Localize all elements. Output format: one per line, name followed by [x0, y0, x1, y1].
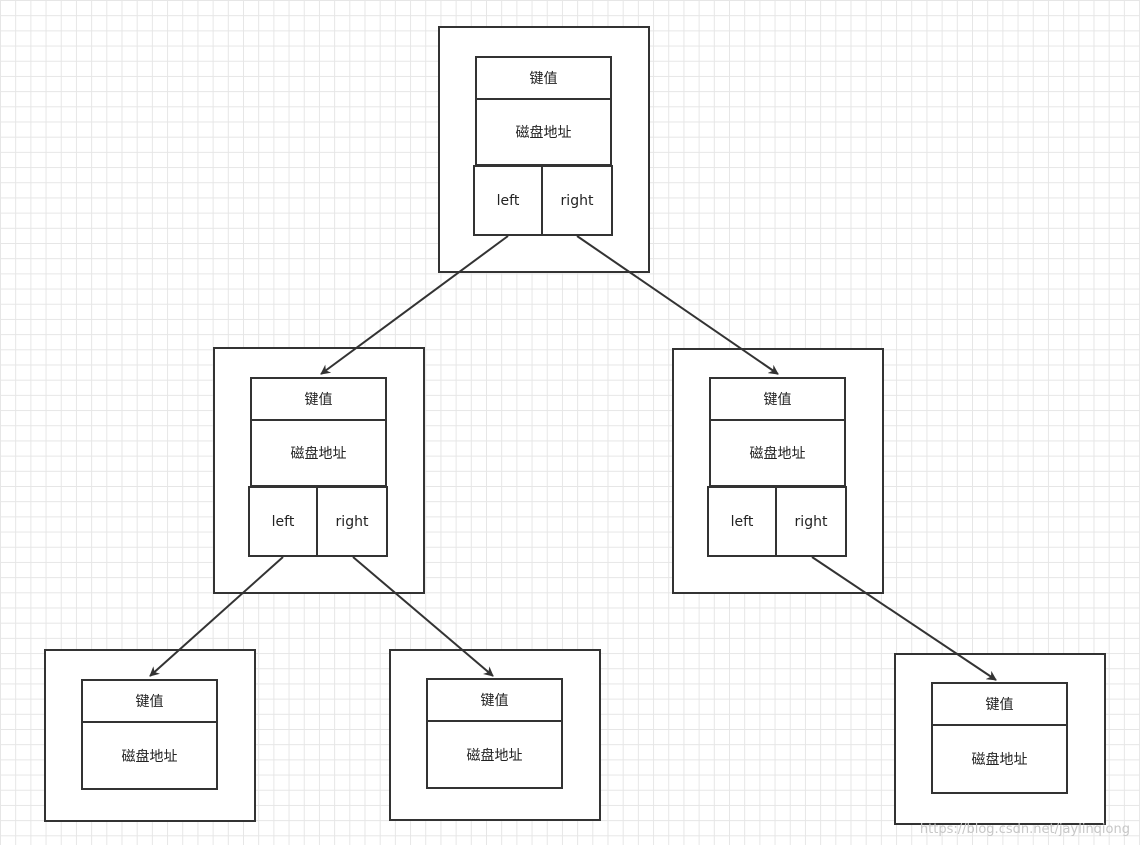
- disk-address-cell: 磁盘地址: [931, 724, 1068, 794]
- right-pointer-cell: right: [316, 486, 388, 557]
- watermark: https://blog.csdn.net/jaylinqiong: [919, 822, 1130, 837]
- key-cell: 键值: [426, 678, 563, 722]
- disk-address-cell: 磁盘地址: [250, 419, 387, 487]
- disk-address-cell: 磁盘地址: [81, 721, 218, 790]
- left-pointer-cell: left: [473, 165, 543, 236]
- disk-address-cell: 磁盘地址: [709, 419, 846, 487]
- left-pointer-cell: left: [707, 486, 777, 557]
- key-cell: 键值: [81, 679, 218, 723]
- right-pointer-cell: right: [541, 165, 613, 236]
- key-cell: 键值: [250, 377, 387, 421]
- key-cell: 键值: [709, 377, 846, 421]
- disk-address-cell: 磁盘地址: [475, 98, 612, 166]
- key-cell: 键值: [931, 682, 1068, 726]
- disk-address-cell: 磁盘地址: [426, 720, 563, 789]
- right-pointer-cell: right: [775, 486, 847, 557]
- left-pointer-cell: left: [248, 486, 318, 557]
- key-cell: 键值: [475, 56, 612, 100]
